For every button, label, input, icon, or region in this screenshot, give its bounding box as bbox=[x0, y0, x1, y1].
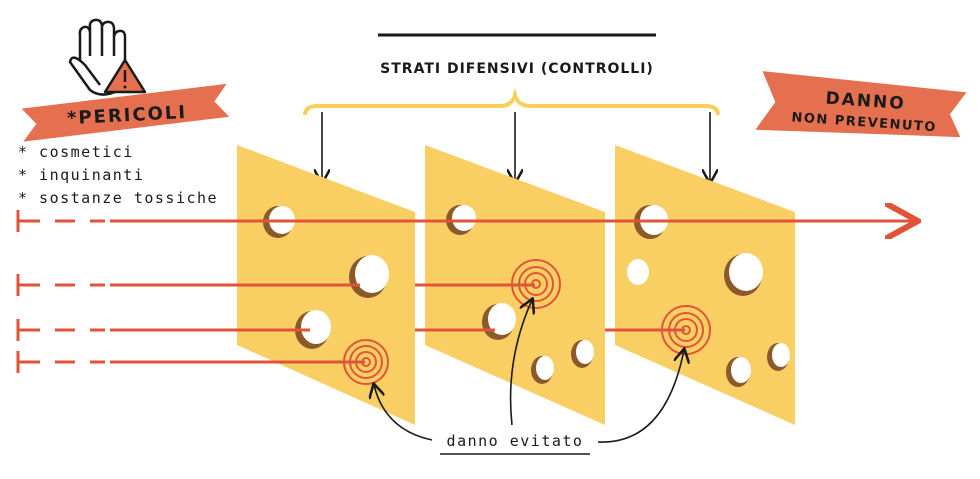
curved-arrow bbox=[509, 300, 532, 426]
target-icon bbox=[343, 339, 389, 385]
diagram-title: STRATI DIFENSIVI (CONTROLLI) bbox=[380, 61, 654, 77]
target-icon bbox=[511, 259, 561, 309]
curved-arrow bbox=[374, 385, 433, 441]
warning-triangle-icon bbox=[103, 58, 147, 94]
hazard-item: * inquinanti bbox=[18, 166, 144, 184]
hazard-item: * sostanze tossiche bbox=[18, 189, 218, 207]
avoided-label: danno evitato bbox=[447, 432, 584, 450]
curved-arrow bbox=[597, 350, 684, 443]
cheese-slice-2 bbox=[425, 145, 605, 425]
cheese-slice-3 bbox=[615, 145, 795, 425]
hazard-item: * cosmetici bbox=[18, 143, 134, 161]
brace bbox=[303, 87, 720, 116]
cheese-slice-1 bbox=[237, 145, 415, 425]
outcome-banner: DANNO NON PREVENUTO bbox=[755, 71, 967, 138]
